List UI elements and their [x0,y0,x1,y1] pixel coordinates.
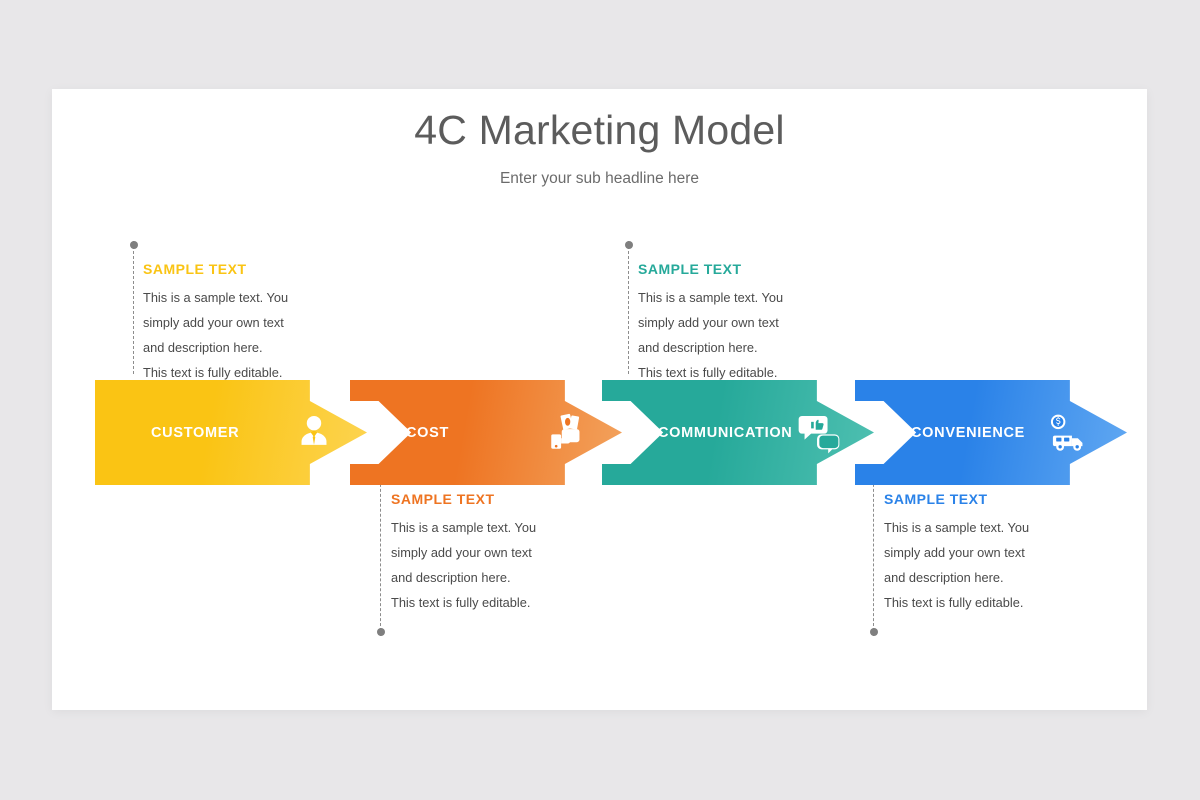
connector-line-3 [625,241,633,374]
arrow-shape [350,380,622,485]
arrow-step-customer[interactable]: CUSTOMER [95,380,367,485]
connector-dot [130,241,138,249]
text-block-1: SAMPLE TEXT This is a sample text. You s… [143,261,348,385]
arrow-shape [95,380,367,485]
body-line: and description here. [884,570,1004,585]
body-line: This text is fully editable. [143,365,283,380]
body-line: This text is fully editable. [638,365,778,380]
connector-line-4 [870,469,878,636]
text-block-2: SAMPLE TEXT This is a sample text. You s… [391,491,596,615]
text-block-4: SAMPLE TEXT This is a sample text. You s… [884,491,1089,615]
body-line: simply add your own text [638,315,779,330]
body-line: This text is fully editable. [391,595,531,610]
body-line: simply add your own text [143,315,284,330]
connector-line-1 [130,241,138,374]
body-line: and description here. [638,340,758,355]
body-line: simply add your own text [884,545,1025,560]
slide-canvas: 4C Marketing Model Enter your sub headli… [52,89,1147,710]
body-line: and description here. [391,570,511,585]
body-line: simply add your own text [391,545,532,560]
connector-line-2 [377,469,385,636]
body-line: This is a sample text. You [143,290,289,305]
process-arrow-chain: CUSTOMER COST C [95,380,1147,485]
connector-dot [377,628,385,636]
sample-text-heading-4: SAMPLE TEXT [884,491,988,507]
arrow-shape [602,380,874,485]
body-line: This is a sample text. You [638,290,784,305]
sample-text-body-2: This is a sample text. You simply add yo… [391,515,596,615]
arrow-step-communication[interactable]: COMMUNICATION [602,380,874,485]
sample-text-body-4: This is a sample text. You simply add yo… [884,515,1089,615]
sample-text-body-1: This is a sample text. You simply add yo… [143,285,348,385]
text-block-3: SAMPLE TEXT This is a sample text. You s… [638,261,843,385]
page-title: 4C Marketing Model [414,107,785,153]
dashed-line [628,241,629,374]
body-line: This is a sample text. You [884,520,1030,535]
page-subtitle: Enter your sub headline here [499,170,700,187]
connector-dot [870,628,878,636]
sample-text-heading-3: SAMPLE TEXT [638,261,742,277]
dashed-line [133,241,134,374]
arrow-step-convenience[interactable]: CONVENIENCE [855,380,1127,485]
sample-text-heading-1: SAMPLE TEXT [143,261,247,277]
sample-text-body-3: This is a sample text. You simply add yo… [638,285,843,385]
connector-dot [625,241,633,249]
body-line: This text is fully editable. [884,595,1024,610]
body-line: This is a sample text. You [391,520,537,535]
body-line: and description here. [143,340,263,355]
arrow-shape [855,380,1127,485]
dashed-line [873,469,874,636]
sample-text-heading-2: SAMPLE TEXT [391,491,495,507]
arrow-step-cost[interactable]: COST [350,380,622,485]
dashed-line [380,469,381,636]
